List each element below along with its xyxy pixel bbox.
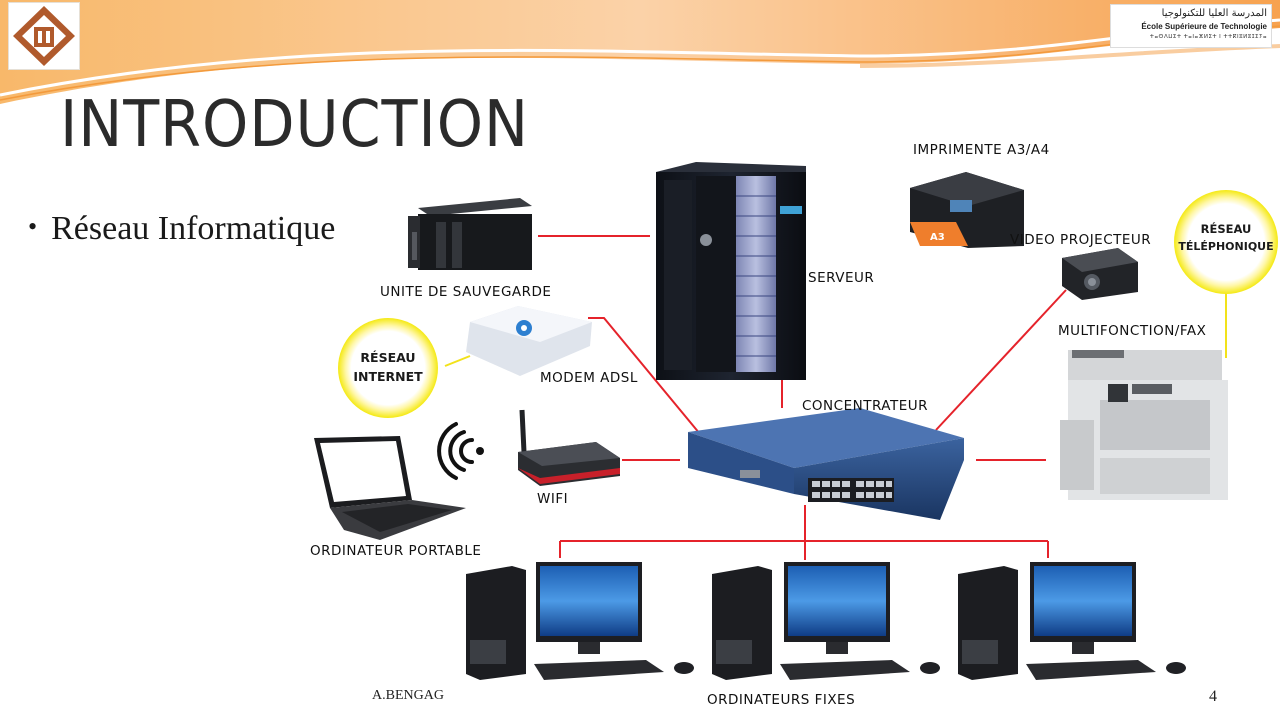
backup-unit-icon	[408, 198, 532, 270]
printer-icon: A3	[910, 172, 1024, 248]
logo-arabic-text: المدرسة العليا للتكنولوجيا	[1161, 8, 1267, 19]
badge-telephone-line1: RÉSEAU	[1200, 222, 1252, 236]
label-desktops: ORDINATEURS FIXES	[707, 692, 856, 708]
badge-internet-line2: INTERNET	[353, 369, 423, 384]
wifi-router-icon	[518, 409, 620, 486]
connection-lines	[538, 235, 1067, 560]
logo-tifinagh-text: ⵜⴰⵙⴷⵡⵉⵜ ⵜⴰⵏⴰⴼⵍⵉⵜ ⵏ ⵜⵜⴽⵏⵓⵍⵓⵊⵉⵢⴰ	[1149, 34, 1267, 40]
multifunction-fax-icon	[1060, 350, 1228, 500]
hub-concentrator-icon	[688, 408, 964, 520]
printer-screen-text: A3	[930, 232, 945, 243]
bullet-item: • Réseau Informatique	[28, 210, 335, 248]
school-logo-left	[8, 2, 80, 70]
logo-emblem-icon	[13, 6, 75, 66]
label-modem: MODEM ADSL	[540, 370, 638, 386]
label-projector: VIDEO PROJECTEUR	[1010, 232, 1152, 248]
slide-title: INTRODUCTION	[60, 88, 529, 162]
desktop-computer-2-icon	[712, 562, 940, 680]
badge-internet-line1: RÉSEAU	[360, 350, 416, 365]
label-backup-unit: UNITE DE SAUVEGARDE	[380, 284, 552, 300]
video-projector-icon	[1062, 248, 1138, 300]
badge-internet: RÉSEAU INTERNET	[338, 318, 438, 418]
footer-author: A.BENGAG	[372, 688, 444, 703]
wifi-signal-icon	[437, 422, 484, 480]
label-multifunction: MULTIFONCTION/FAX	[1058, 323, 1207, 339]
label-server: SERVEUR	[808, 270, 875, 286]
link-modem-hub	[588, 317, 701, 435]
logo-french-text: École Supérieure de Technologie	[1141, 22, 1267, 31]
laptop-icon	[314, 436, 466, 540]
badge-telephone-line2: TÉLÉPHONIQUE	[1178, 240, 1274, 253]
modem-icon	[466, 306, 592, 376]
badge-connectors	[444, 290, 1227, 367]
desktop-computer-1-icon	[466, 562, 694, 680]
desktop-computer-3-icon	[958, 562, 1186, 680]
label-hub: CONCENTRATEUR	[802, 398, 929, 414]
bullet-dot-icon: •	[28, 212, 38, 241]
school-logo-right: المدرسة العليا للتكنولوجيا École Supérie…	[1110, 4, 1272, 48]
footer-page-number: 4	[1209, 688, 1217, 705]
label-laptop: ORDINATEUR PORTABLE	[310, 543, 482, 559]
label-printer: IMPRIMENTE A3/A4	[913, 142, 1050, 158]
bullet-text: Réseau Informatique	[51, 210, 336, 247]
label-wifi: WIFI	[537, 491, 569, 507]
server-icon	[656, 162, 806, 380]
badge-telephone: RÉSEAU TÉLÉPHONIQUE	[1174, 190, 1278, 294]
link-hub-projector	[935, 289, 1067, 431]
